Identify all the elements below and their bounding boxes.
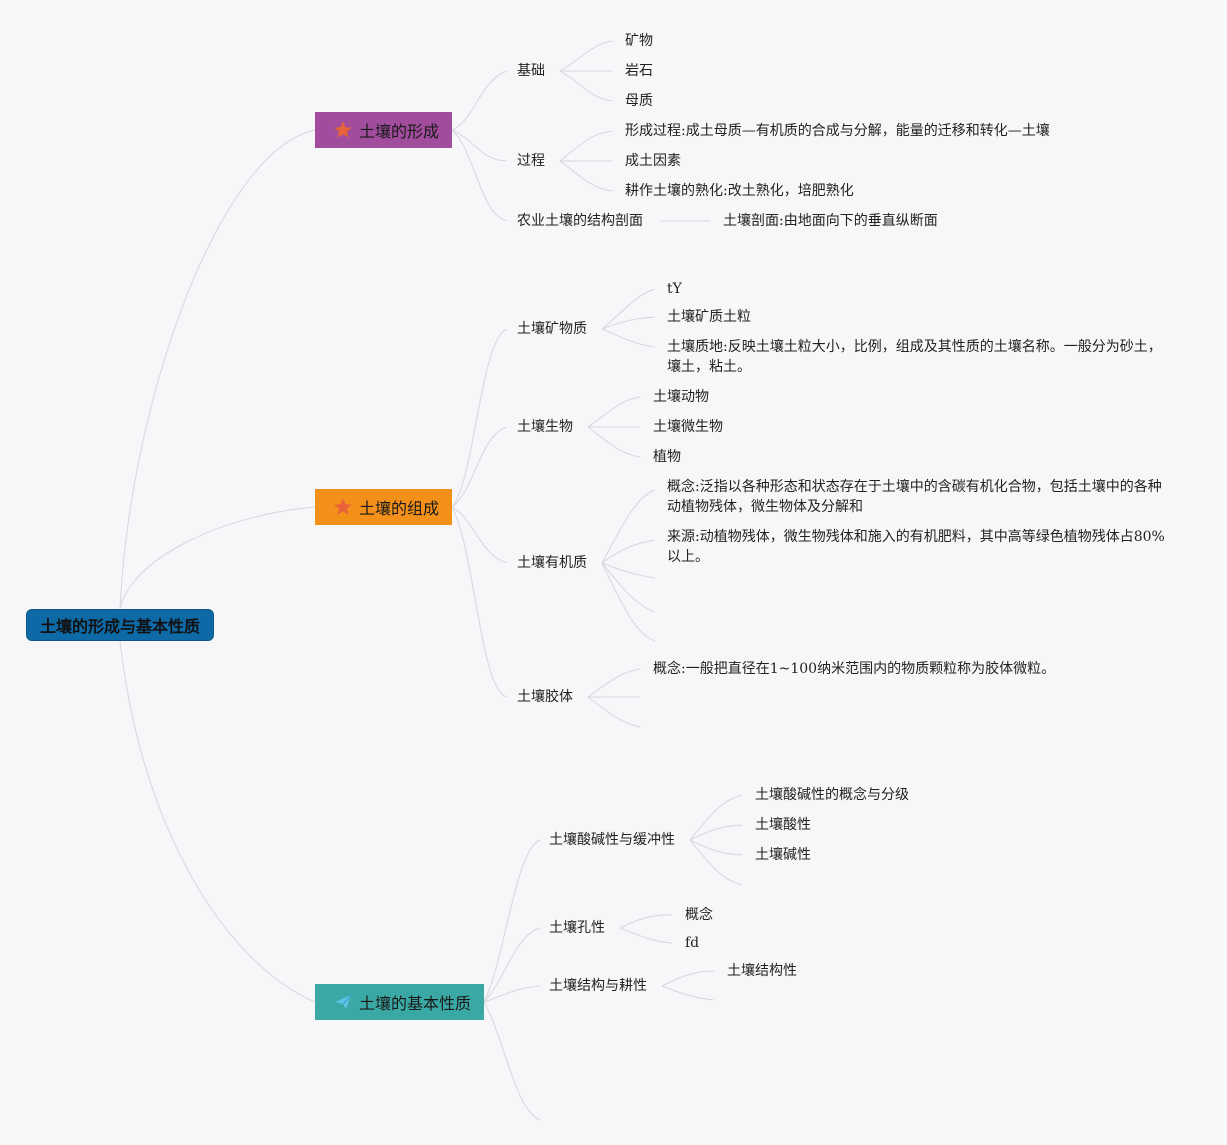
leaf-topic[interactable]: 土壤质地:反映土壤土粒大小，比例，组成及其性质的土壤名称。一般分为砂土，壤土，粘… [667,339,1162,375]
leaf-topic[interactable]: 形成过程:成土母质—有机质的合成与分解，能量的迁移和转化—土壤 [625,123,1050,139]
subtopic-acidity-buffering[interactable]: 土壤酸碱性与缓冲性 [549,832,675,848]
leaf-topic[interactable]: 植物 [653,449,681,465]
subtopic-structure-tilth[interactable]: 土壤结构与耕性 [549,978,647,994]
leaf-topic[interactable]: 土壤酸碱性的概念与分级 [755,787,909,803]
leaf-topic[interactable]: tY [667,281,682,297]
branch-label: 土壤的基本性质 [359,994,472,1013]
branch-soil-composition[interactable]: 土壤的组成 [315,489,452,525]
leaf-topic[interactable]: 土壤动物 [653,389,709,405]
leaf-topic[interactable]: 土壤酸性 [755,817,811,833]
leaf-topic[interactable]: 土壤碱性 [755,847,811,863]
subtopic-soil-colloid[interactable]: 土壤胶体 [517,689,573,705]
leaf-topic[interactable]: 土壤结构性 [727,963,797,979]
subtopic-process[interactable]: 过程 [517,153,545,169]
leaf-topic[interactable]: 母质 [625,93,653,109]
leaf-topic[interactable]: 土壤矿质土粒 [667,309,751,325]
leaf-topic[interactable]: 岩石 [625,63,653,79]
subtopic-basis[interactable]: 基础 [517,63,545,79]
leaf-topic[interactable]: 概念:一般把直径在1~100纳米范围内的物质颗粒称为胶体微粒。 [653,661,1056,677]
plane-icon [335,994,352,1009]
leaf-topic[interactable]: 耕作土壤的熟化:改土熟化，培肥熟化 [625,183,854,199]
leaf-topic[interactable]: 成土因素 [625,153,681,169]
subtopic-soil-organisms[interactable]: 土壤生物 [517,419,573,435]
leaf-topic[interactable]: 土壤微生物 [653,419,723,435]
branch-label: 土壤的形成 [359,122,440,141]
branch-soil-formation[interactable]: 土壤的形成 [315,112,452,148]
branch-soil-properties[interactable]: 土壤的基本性质 [315,984,484,1020]
leaf-topic[interactable]: 来源:动植物残体，微生物残体和施入的有机肥料，其中高等绿色植物残体占80%以上。 [667,529,1165,565]
star-icon [334,121,352,138]
star-icon [334,498,352,515]
leaf-topic[interactable]: fd [685,935,700,951]
leaf-topic[interactable]: 土壤剖面:由地面向下的垂直纵断面 [723,213,938,229]
subtopic-soil-minerals[interactable]: 土壤矿物质 [517,321,587,337]
subtopic-soil-profile[interactable]: 农业土壤的结构剖面 [517,213,643,229]
branch-label: 土壤的组成 [359,499,440,518]
leaf-topic[interactable]: 矿物 [625,33,653,49]
subtopic-organic-matter[interactable]: 土壤有机质 [517,555,587,571]
leaf-topic[interactable]: 概念 [685,907,713,923]
leaf-topic[interactable]: 概念:泛指以各种形态和状态存在于土壤中的含碳有机化合物，包括土壤中的各种动植物残… [667,479,1162,515]
root-topic[interactable]: 土壤的形成与基本性质 [26,609,214,641]
subtopic-porosity[interactable]: 土壤孔性 [549,920,605,936]
